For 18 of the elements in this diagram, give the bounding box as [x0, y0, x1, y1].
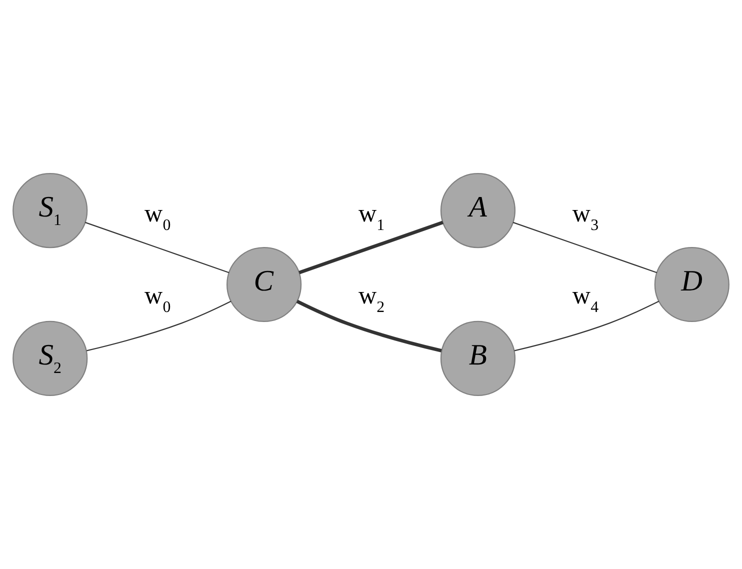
node-circle: D: [654, 246, 730, 322]
edge-label: w$_{0}$: [144, 282, 171, 316]
node-circle: S$_{1}$: [12, 172, 88, 248]
node-circle: B: [440, 320, 516, 396]
edge-label: w$_{2}$: [358, 282, 385, 316]
edge-label: w$_{0}$: [144, 200, 171, 234]
connector: [85, 222, 230, 274]
connector: [514, 300, 660, 352]
edge-label: w$_{1}$: [358, 200, 385, 234]
connector: [296, 300, 442, 352]
connector: [86, 300, 232, 352]
node-circle: A: [440, 172, 516, 248]
connector: [512, 222, 658, 274]
connector: [298, 220, 444, 274]
edge-label: w$_{3}$: [572, 200, 599, 234]
node-circle: S$_{2}$: [12, 320, 88, 396]
node-circle: C: [226, 246, 302, 322]
edge-label: w$_{4}$: [572, 282, 599, 316]
